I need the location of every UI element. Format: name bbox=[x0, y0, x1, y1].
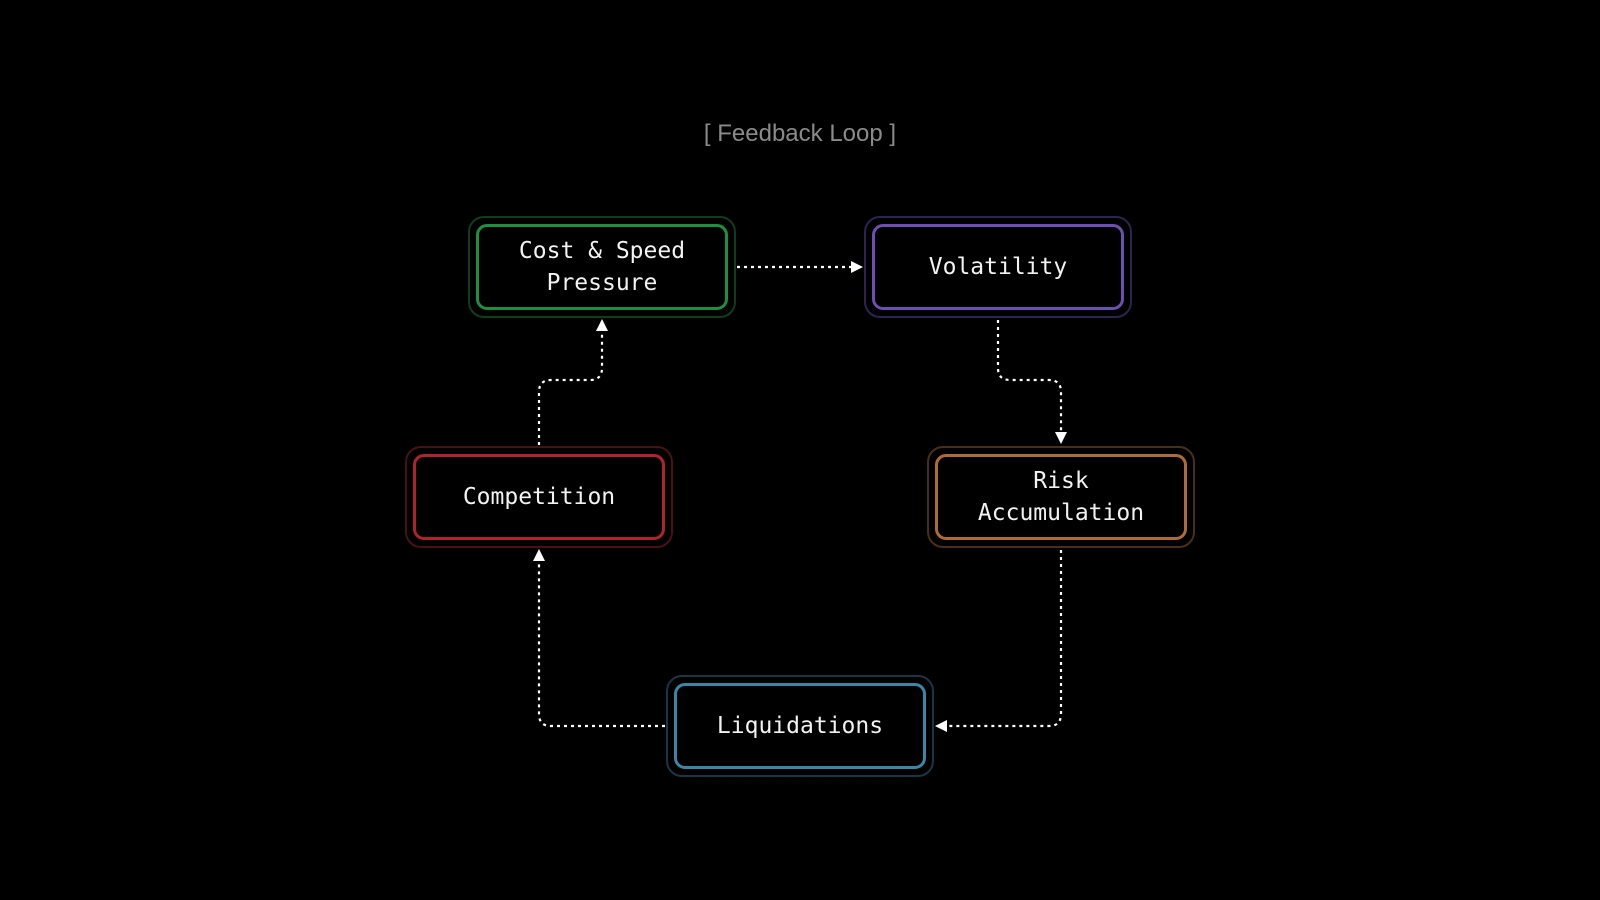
node-risk-accumulation: Risk Accumulation bbox=[927, 446, 1195, 548]
node-volatility: Volatility bbox=[864, 216, 1132, 318]
edge-volatility-to-risk bbox=[996, 320, 1067, 444]
node-label: Cost & Speed Pressure bbox=[476, 224, 728, 310]
edge-competition-to-cost bbox=[537, 319, 608, 445]
node-label: Volatility bbox=[872, 224, 1124, 310]
node-cost-speed-pressure: Cost & Speed Pressure bbox=[468, 216, 736, 318]
edge-liquidations-to-competition bbox=[533, 549, 665, 728]
node-liquidations: Liquidations bbox=[666, 675, 934, 777]
node-competition: Competition bbox=[405, 446, 673, 548]
edge-risk-to-liquidations bbox=[935, 550, 1063, 732]
node-label: Liquidations bbox=[674, 683, 926, 769]
node-label: Competition bbox=[413, 454, 665, 540]
node-label: Risk Accumulation bbox=[935, 454, 1187, 540]
diagram-title: [ Feedback Loop ] bbox=[703, 120, 897, 147]
